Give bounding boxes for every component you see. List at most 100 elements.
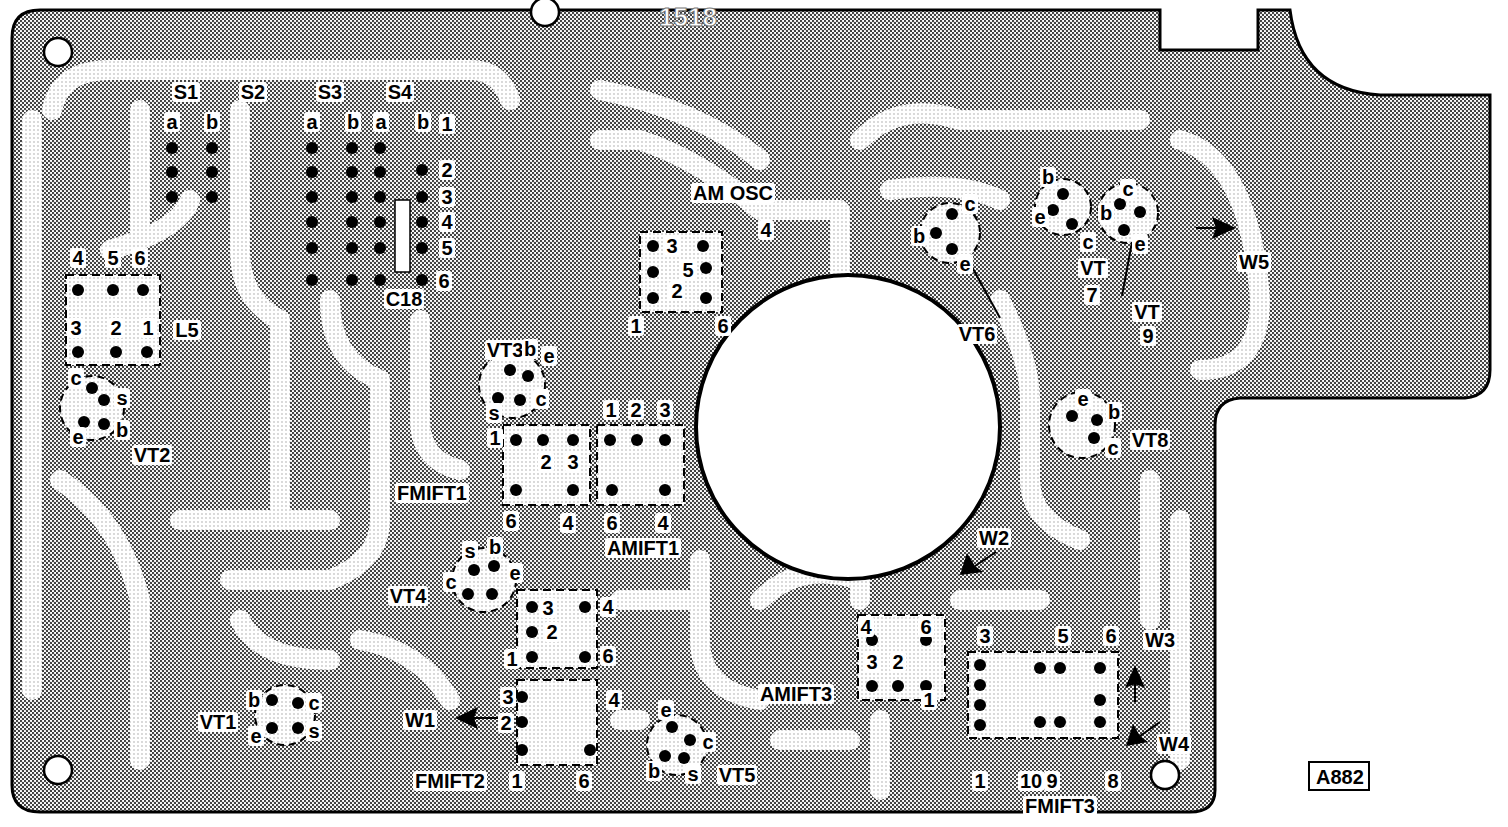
part-label: 5 [1055, 626, 1070, 646]
arrow-head [960, 553, 983, 575]
part-label: 4 [758, 220, 773, 240]
solder-pad [514, 394, 526, 406]
trace-gap [52, 70, 510, 110]
part-label: W1 [403, 710, 437, 730]
solder-pad [516, 744, 528, 756]
mounting-hole [1151, 761, 1179, 789]
part-label: e [1132, 234, 1147, 254]
solder-pad [697, 240, 709, 252]
solder-pad [374, 242, 386, 254]
coil-outline [597, 425, 684, 505]
part-label: b [1040, 167, 1056, 187]
part-label: 9 [1044, 771, 1059, 791]
trace-gap [230, 300, 380, 580]
part-label: 1 [921, 690, 936, 710]
part-label: VT1 [198, 712, 239, 732]
solder-pad [1066, 218, 1078, 230]
solder-pad [567, 434, 579, 446]
solder-pad [306, 274, 318, 286]
solder-pad [98, 418, 110, 430]
part-label: L5 [173, 320, 200, 340]
solder-pad [137, 284, 149, 296]
arrow-shaft [1196, 227, 1216, 229]
part-label: b [204, 112, 220, 132]
part-label: 1 [972, 771, 987, 791]
board-outline [12, 10, 1490, 812]
solder-pad [374, 216, 386, 228]
solder-pad [306, 216, 318, 228]
part-label: VT5 [717, 765, 758, 785]
wire-arrow [1196, 217, 1236, 239]
solder-pad [374, 274, 386, 286]
components [44, 0, 1236, 789]
part-label: 4 [70, 248, 85, 268]
part-label: 2 [108, 318, 123, 338]
board-number: 1518 [657, 4, 719, 30]
solder-pad [206, 191, 218, 203]
solder-pad [346, 142, 358, 154]
part-label: 6 [1103, 626, 1118, 646]
solder-pad [1047, 204, 1059, 216]
solder-pad [516, 716, 528, 728]
solder-pad [659, 434, 671, 446]
solder-pad [579, 651, 591, 663]
solder-pad [72, 284, 84, 296]
part-label: S2 [239, 82, 267, 102]
arrow-head [1126, 724, 1148, 746]
part-label: b [911, 226, 927, 246]
solder-pad [141, 346, 153, 358]
part-label: 1 [628, 316, 643, 336]
solder-pad [206, 142, 218, 154]
part-label: 1 [439, 114, 454, 134]
part-label: 7 [1084, 285, 1099, 305]
solder-pad [1118, 224, 1130, 236]
part-label: c [533, 389, 548, 409]
part-label: c [962, 194, 977, 214]
solder-pad [567, 484, 579, 496]
part-label: e [658, 700, 673, 720]
solder-pad [537, 434, 549, 446]
part-label: FMIFT1 [395, 483, 469, 503]
part-label: FMIFT2 [413, 771, 487, 791]
part-label: e [1075, 389, 1090, 409]
solder-pad [206, 166, 218, 178]
part-label: c [306, 693, 321, 713]
part-label: S4 [386, 82, 414, 102]
trace-gap [620, 710, 640, 730]
coil-outline [968, 652, 1118, 738]
solder-pad [684, 734, 696, 746]
part-label: AM OSC [691, 183, 775, 203]
part-label: c [1120, 179, 1135, 199]
solder-pad [346, 242, 358, 254]
drawing-number: A882 [1316, 767, 1362, 787]
part-label: 4 [655, 513, 670, 533]
part-label: 3 [68, 318, 83, 338]
part-label: s [685, 764, 700, 784]
solder-pad [306, 142, 318, 154]
solder-pad [700, 262, 712, 274]
part-label: 2 [669, 281, 684, 301]
part-label: e [957, 254, 972, 274]
trace-gaps [32, 70, 1260, 790]
part-label: 4 [439, 212, 454, 232]
wire-arrow [455, 707, 500, 729]
part-label: 1 [487, 428, 502, 448]
coil-outline [66, 275, 160, 365]
solder-pad [166, 166, 178, 178]
trace-gap [890, 187, 1000, 200]
solder-pad [606, 484, 618, 496]
part-label: 1 [140, 318, 155, 338]
coil-outline [858, 615, 945, 700]
arrow-shaft [1134, 684, 1136, 702]
solder-pad [292, 697, 304, 709]
solder-pad [462, 588, 474, 600]
solder-pad [1134, 206, 1146, 218]
solder-pad [166, 142, 178, 154]
part-label: c [443, 572, 458, 592]
solder-pad [306, 191, 318, 203]
part-label: 3 [664, 236, 679, 256]
part-label: 4 [858, 617, 873, 637]
part-label: b [1098, 203, 1114, 223]
part-label: s [486, 403, 501, 423]
trace-gap [240, 110, 280, 520]
